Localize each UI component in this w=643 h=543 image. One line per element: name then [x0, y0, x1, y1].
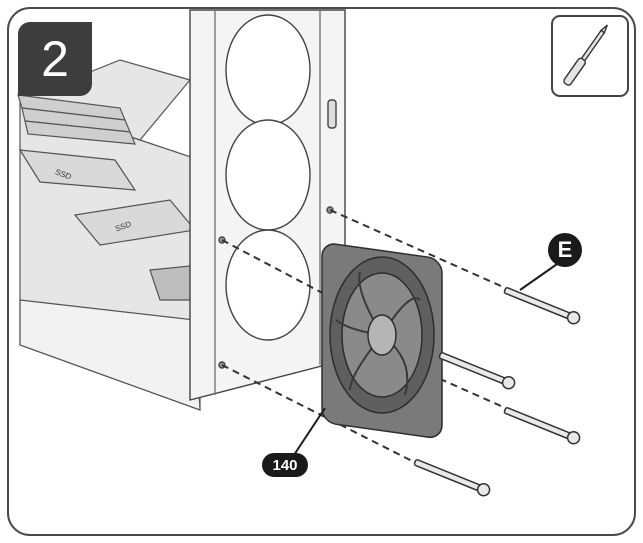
step-number-badge: 2: [18, 22, 92, 96]
chassis-panel: [189, 9, 346, 401]
fan-leader: [291, 407, 326, 459]
case-floor: [19, 299, 201, 411]
case-fan: [321, 243, 443, 439]
screw-leader: [519, 261, 561, 291]
fan-size-callout: 140: [262, 453, 308, 477]
screwdriver-icon: [551, 15, 629, 97]
screw-callout: E: [548, 233, 582, 267]
screws: [413, 287, 581, 497]
